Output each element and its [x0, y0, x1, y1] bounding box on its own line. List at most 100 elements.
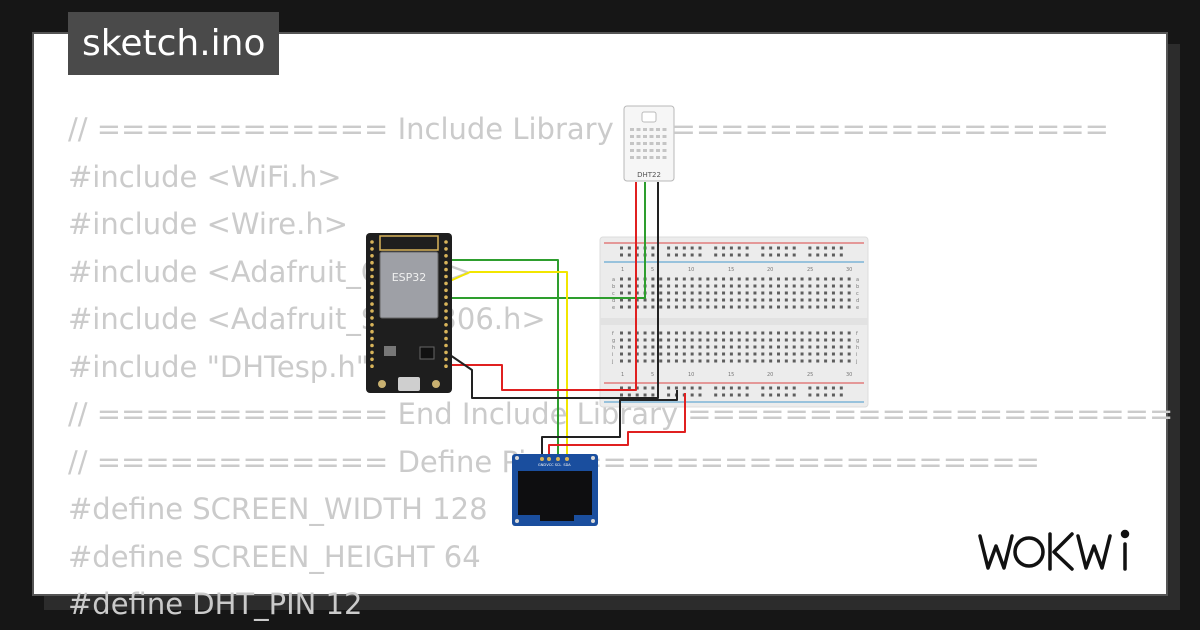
breadboard-hole [824, 386, 828, 390]
esp32-pin [370, 343, 374, 348]
breadboard-hole [831, 246, 835, 250]
breadboard-hole [792, 359, 796, 363]
breadboard-hole [706, 305, 710, 309]
breadboard-hole [651, 331, 655, 335]
dht-vent-slot [662, 156, 667, 159]
breadboard-hole [761, 386, 765, 390]
esp32-pin [370, 323, 374, 327]
breadboard-hole [784, 345, 788, 349]
breadboard-hole [635, 284, 639, 288]
breadboard-hole [847, 345, 851, 349]
wokwi-logo [978, 529, 1130, 571]
esp32-label: ESP32 [392, 271, 427, 284]
wire-black [541, 390, 678, 460]
breadboard-hole [714, 345, 718, 349]
breadboard-hole [698, 291, 702, 295]
dht-vent-slot [636, 135, 641, 138]
esp32-pin [370, 316, 374, 320]
breadboard-hole [722, 352, 726, 356]
breadboard-hole [792, 331, 796, 335]
row-letter: b [612, 284, 615, 290]
breadboard-hole [831, 253, 835, 257]
esp32-pin [444, 343, 448, 348]
column-number: 25 [807, 267, 813, 273]
breadboard-hole [682, 386, 686, 390]
breadboard-hole [667, 253, 671, 257]
breadboard-hole [769, 246, 773, 250]
breadboard-hole [620, 331, 623, 335]
row-letter: d [612, 298, 615, 304]
breadboard-hole [769, 298, 773, 302]
breadboard-hole [800, 359, 804, 363]
breadboard-hole [690, 246, 694, 250]
breadboard-hole [839, 246, 843, 250]
breadboard-hole [761, 331, 765, 335]
breadboard-hole [761, 359, 765, 363]
breadboard-hole [651, 345, 655, 349]
breadboard-hole [714, 291, 718, 295]
breadboard-hole [667, 352, 671, 356]
breadboard-hole [808, 393, 812, 397]
breadboard-holes [620, 246, 851, 397]
breadboard-hole [831, 393, 835, 397]
breadboard-hole [635, 359, 639, 363]
breadboard-hole [722, 298, 726, 302]
wire-green [450, 259, 559, 460]
breadboard-hole [816, 277, 820, 281]
breadboard-hole [690, 345, 694, 349]
breadboard-hole [620, 359, 623, 363]
breadboard-hole [737, 359, 741, 363]
breadboard-hole [808, 284, 812, 288]
breadboard-hole [784, 386, 788, 390]
dht-vent-slot [662, 142, 667, 145]
breadboard-hole [651, 291, 655, 295]
dht-vent-slot [656, 142, 660, 145]
column-number: 15 [728, 372, 734, 378]
breadboard-hole [792, 386, 796, 390]
breadboard-row-letters: a b c d e f g h i j a b c d e f g h i j [611, 277, 859, 365]
breadboard-hole [839, 386, 843, 390]
breadboard-hole [620, 338, 623, 342]
breadboard-hole [777, 305, 780, 309]
dht-vent-slot [656, 128, 660, 131]
breadboard-hole [784, 253, 788, 257]
breadboard-hole [824, 338, 828, 342]
breadboard-hole [659, 291, 663, 295]
breadboard-hole [722, 277, 726, 281]
breadboard-hole [831, 338, 835, 342]
breadboard-hole [729, 393, 733, 397]
breadboard-hole [777, 338, 780, 342]
breadboard-hole [698, 305, 702, 309]
esp32-pin [444, 357, 448, 362]
breadboard-hole [753, 345, 757, 349]
column-number: 1 [621, 372, 624, 378]
breadboard-hole [682, 291, 686, 295]
breadboard-hole [745, 246, 749, 250]
esp32-pin [370, 336, 374, 341]
column-number: 15 [728, 267, 734, 273]
breadboard-hole [824, 352, 828, 356]
breadboard-hole [729, 345, 733, 349]
breadboard-hole [714, 393, 718, 397]
breadboard-hole [682, 305, 686, 309]
breadboard-hole [706, 345, 710, 349]
breadboard-hole [714, 386, 718, 390]
breadboard-hole [737, 291, 741, 295]
breadboard-hole [769, 284, 773, 288]
dht-vent-slot [630, 156, 634, 159]
breadboard-hole [729, 359, 733, 363]
breadboard-hole [745, 386, 749, 390]
breadboard-hole [737, 246, 741, 250]
esp32-pin [370, 247, 374, 251]
breadboard-hole [831, 284, 835, 288]
breadboard-hole [839, 305, 843, 309]
breadboard-hole [792, 277, 796, 281]
breadboard-hole [674, 338, 678, 342]
esp32-pin [370, 329, 374, 334]
breadboard-hole [643, 298, 647, 302]
breadboard-hole [808, 338, 812, 342]
breadboard-hole [682, 284, 686, 288]
breadboard-hole [690, 305, 694, 309]
code-line: #define SCREEN_HEIGHT 64 [68, 539, 481, 574]
breadboard-hole [769, 338, 773, 342]
